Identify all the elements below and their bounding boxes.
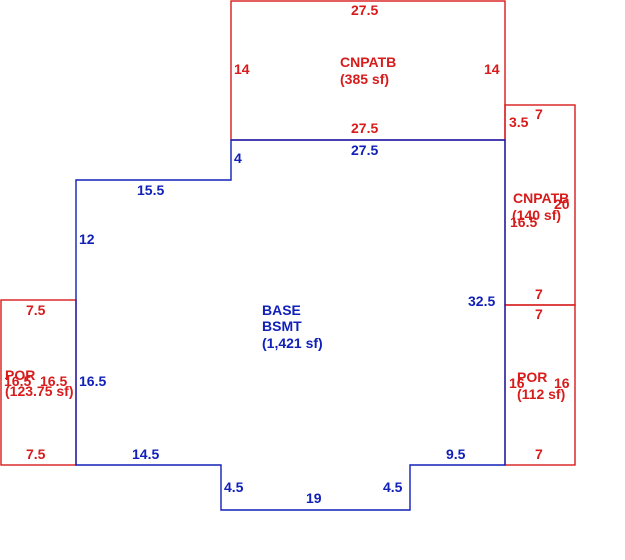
cnpatb-right-area: (140 sf)	[512, 207, 561, 223]
dim-base-bottom: 19	[306, 490, 322, 506]
dim-por-left-left: 16.5	[4, 373, 31, 389]
dim-cnpatb-right-top: 7	[535, 106, 543, 122]
por-left-name: POR	[5, 367, 35, 383]
dim-base-notch-side: 4	[234, 150, 242, 166]
cnpatb-right-name: CNPATB	[513, 190, 569, 206]
dim-cnpatb-top-top: 27.5	[351, 2, 378, 18]
dim-base-left-upper: 12	[79, 231, 95, 247]
cnpatb-top-name: CNPATB	[340, 54, 396, 70]
base-area: (1,421 sf)	[262, 335, 323, 351]
dim-por-left-top: 7.5	[26, 302, 46, 318]
dim-cnpatb-top-left: 14	[234, 61, 250, 77]
dim-base-right: 32.5	[468, 293, 495, 309]
cnpatb-top-area: (385 sf)	[340, 71, 389, 87]
dim-cnpatb-right-bottom: 7	[535, 286, 543, 302]
dim-cnpatb-top-right: 14	[484, 61, 500, 77]
base-name-line1: BASE	[262, 302, 301, 318]
dim-base-upper-left: 15.5	[137, 182, 164, 198]
dim-por-left-right: 16.5	[40, 373, 67, 389]
dim-base-bottom-right: 9.5	[446, 446, 466, 462]
dim-por-right-bottom: 7	[535, 446, 543, 462]
dim-base-bottom-left: 14.5	[132, 446, 159, 462]
dim-por-right-left: 16	[509, 375, 525, 391]
dim-base-left-lower: 16.5	[79, 373, 106, 389]
base-name-line2: BSMT	[262, 318, 302, 334]
dim-por-right-right: 16	[554, 375, 570, 391]
dim-base-step-right: 4.5	[383, 479, 403, 495]
por-right-name: POR	[517, 369, 547, 385]
dim-cnpatb-right-side-b: 16.5	[510, 214, 537, 230]
dim-cnpatb-right-right: 20	[554, 196, 570, 212]
por-right-area: (112 sf)	[517, 386, 565, 402]
dim-base-step-left: 4.5	[224, 479, 244, 495]
dim-base-top: 27.5	[351, 142, 378, 158]
dim-cnpatb-top-bottom: 27.5	[351, 120, 378, 136]
base-bsmt-outline	[75, 139, 506, 511]
por-left-area: (123.75 sf)	[5, 383, 73, 399]
dim-cnpatb-right-side-a: 3.5	[509, 114, 529, 130]
dim-por-left-bottom: 7.5	[26, 446, 46, 462]
dim-por-right-top: 7	[535, 306, 543, 322]
